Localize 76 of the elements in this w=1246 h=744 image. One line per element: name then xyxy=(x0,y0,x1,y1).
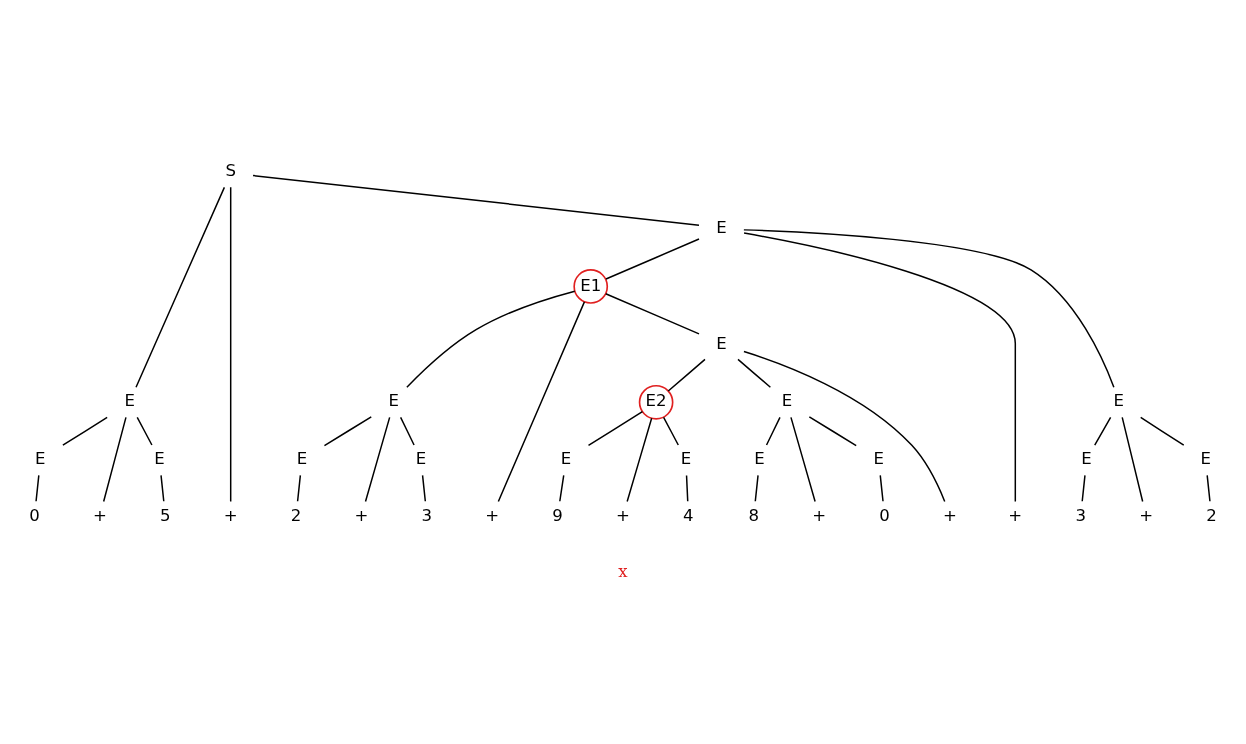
label: x xyxy=(618,561,628,581)
node-text: + xyxy=(223,505,238,525)
node-text: + xyxy=(616,505,630,525)
connector xyxy=(136,416,153,446)
node-text: 2 xyxy=(290,505,302,525)
node-text: 0 xyxy=(29,505,40,525)
node-text: + xyxy=(1139,505,1154,525)
node-text: E xyxy=(415,448,427,468)
connector xyxy=(667,358,706,392)
node-text: E xyxy=(680,448,692,468)
connector xyxy=(765,416,781,446)
connector xyxy=(421,474,427,502)
connector xyxy=(737,358,772,388)
node-text: + xyxy=(354,505,369,525)
connector xyxy=(229,186,232,502)
node-text: E xyxy=(1113,390,1124,410)
connector xyxy=(587,410,644,446)
node-text: E xyxy=(716,217,727,237)
connector xyxy=(1081,474,1086,502)
node-text: E xyxy=(781,390,793,410)
node-text: E xyxy=(873,448,884,468)
connector xyxy=(160,474,165,502)
node-text: + xyxy=(942,505,957,525)
node-text: 2 xyxy=(1206,505,1217,525)
connector xyxy=(497,300,586,502)
node-text: 0 xyxy=(879,505,890,525)
node-text: E xyxy=(1200,448,1211,468)
node-text: E xyxy=(716,333,727,352)
connector xyxy=(252,174,700,226)
connector xyxy=(743,231,1017,502)
node-text: 5 xyxy=(160,505,171,525)
node-text: + xyxy=(812,505,827,525)
connector xyxy=(559,474,565,502)
connector xyxy=(790,416,816,502)
node-text: E xyxy=(124,390,135,410)
node-text: + xyxy=(1008,505,1023,525)
node-text: E xyxy=(35,448,46,468)
connector xyxy=(62,416,108,446)
node-text: + xyxy=(92,505,107,525)
node-text: E xyxy=(560,448,572,468)
connector xyxy=(1121,416,1144,502)
connector xyxy=(1206,474,1211,502)
node-text: E xyxy=(296,448,308,468)
node-text: 8 xyxy=(748,505,760,525)
connector xyxy=(1094,416,1112,446)
connector xyxy=(296,474,302,502)
node-circle: E1 xyxy=(573,268,609,304)
connector xyxy=(35,474,40,502)
connector xyxy=(879,474,884,502)
node-text: E xyxy=(388,390,399,410)
connector xyxy=(135,186,226,388)
connector xyxy=(323,415,372,446)
connector xyxy=(364,416,391,502)
node-text: 4 xyxy=(683,505,694,525)
connector xyxy=(605,237,700,280)
node-text: E xyxy=(154,448,165,468)
connector xyxy=(604,292,700,335)
node-text: S xyxy=(225,160,236,180)
connector xyxy=(743,228,1115,388)
connector xyxy=(626,417,653,502)
connector xyxy=(662,416,680,446)
connector xyxy=(399,416,415,446)
connector xyxy=(102,416,127,502)
node-text: 3 xyxy=(1075,505,1086,525)
connector xyxy=(685,474,689,502)
node-text: 9 xyxy=(552,505,563,525)
connector xyxy=(1139,416,1185,446)
connector xyxy=(754,474,759,502)
node-text: 3 xyxy=(421,505,433,525)
node-text: + xyxy=(485,505,500,525)
node-circle: E2 xyxy=(638,384,674,420)
connector xyxy=(808,415,857,446)
node-text: E xyxy=(1081,448,1092,468)
node-text: E xyxy=(754,448,765,468)
connector xyxy=(406,289,576,388)
connector xyxy=(743,350,946,502)
